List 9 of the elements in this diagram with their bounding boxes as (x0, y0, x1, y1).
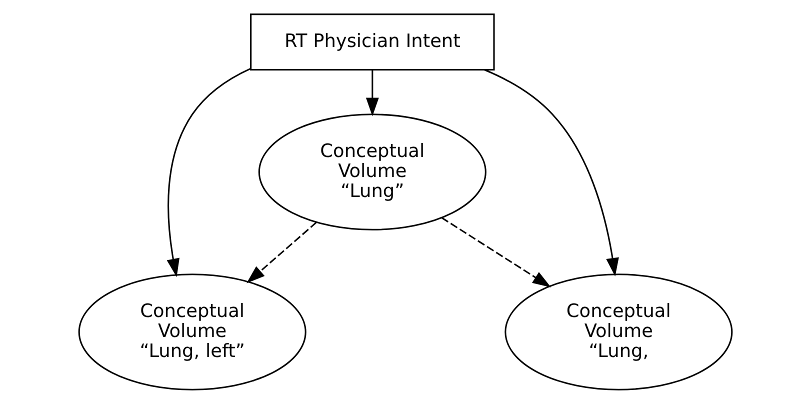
node-ellipse: Conceptual Volume “Lung, left” (78, 274, 306, 390)
node-box: RT Physician Intent (250, 14, 495, 70)
arrow (484, 69, 619, 276)
arrow (246, 222, 317, 284)
arrow (441, 217, 552, 288)
arrow (366, 70, 379, 116)
arrow (166, 68, 251, 278)
node-ellipse: Conceptual Volume “Lung, (504, 274, 733, 390)
node-ellipse: Conceptual Volume “Lung” (258, 114, 486, 230)
